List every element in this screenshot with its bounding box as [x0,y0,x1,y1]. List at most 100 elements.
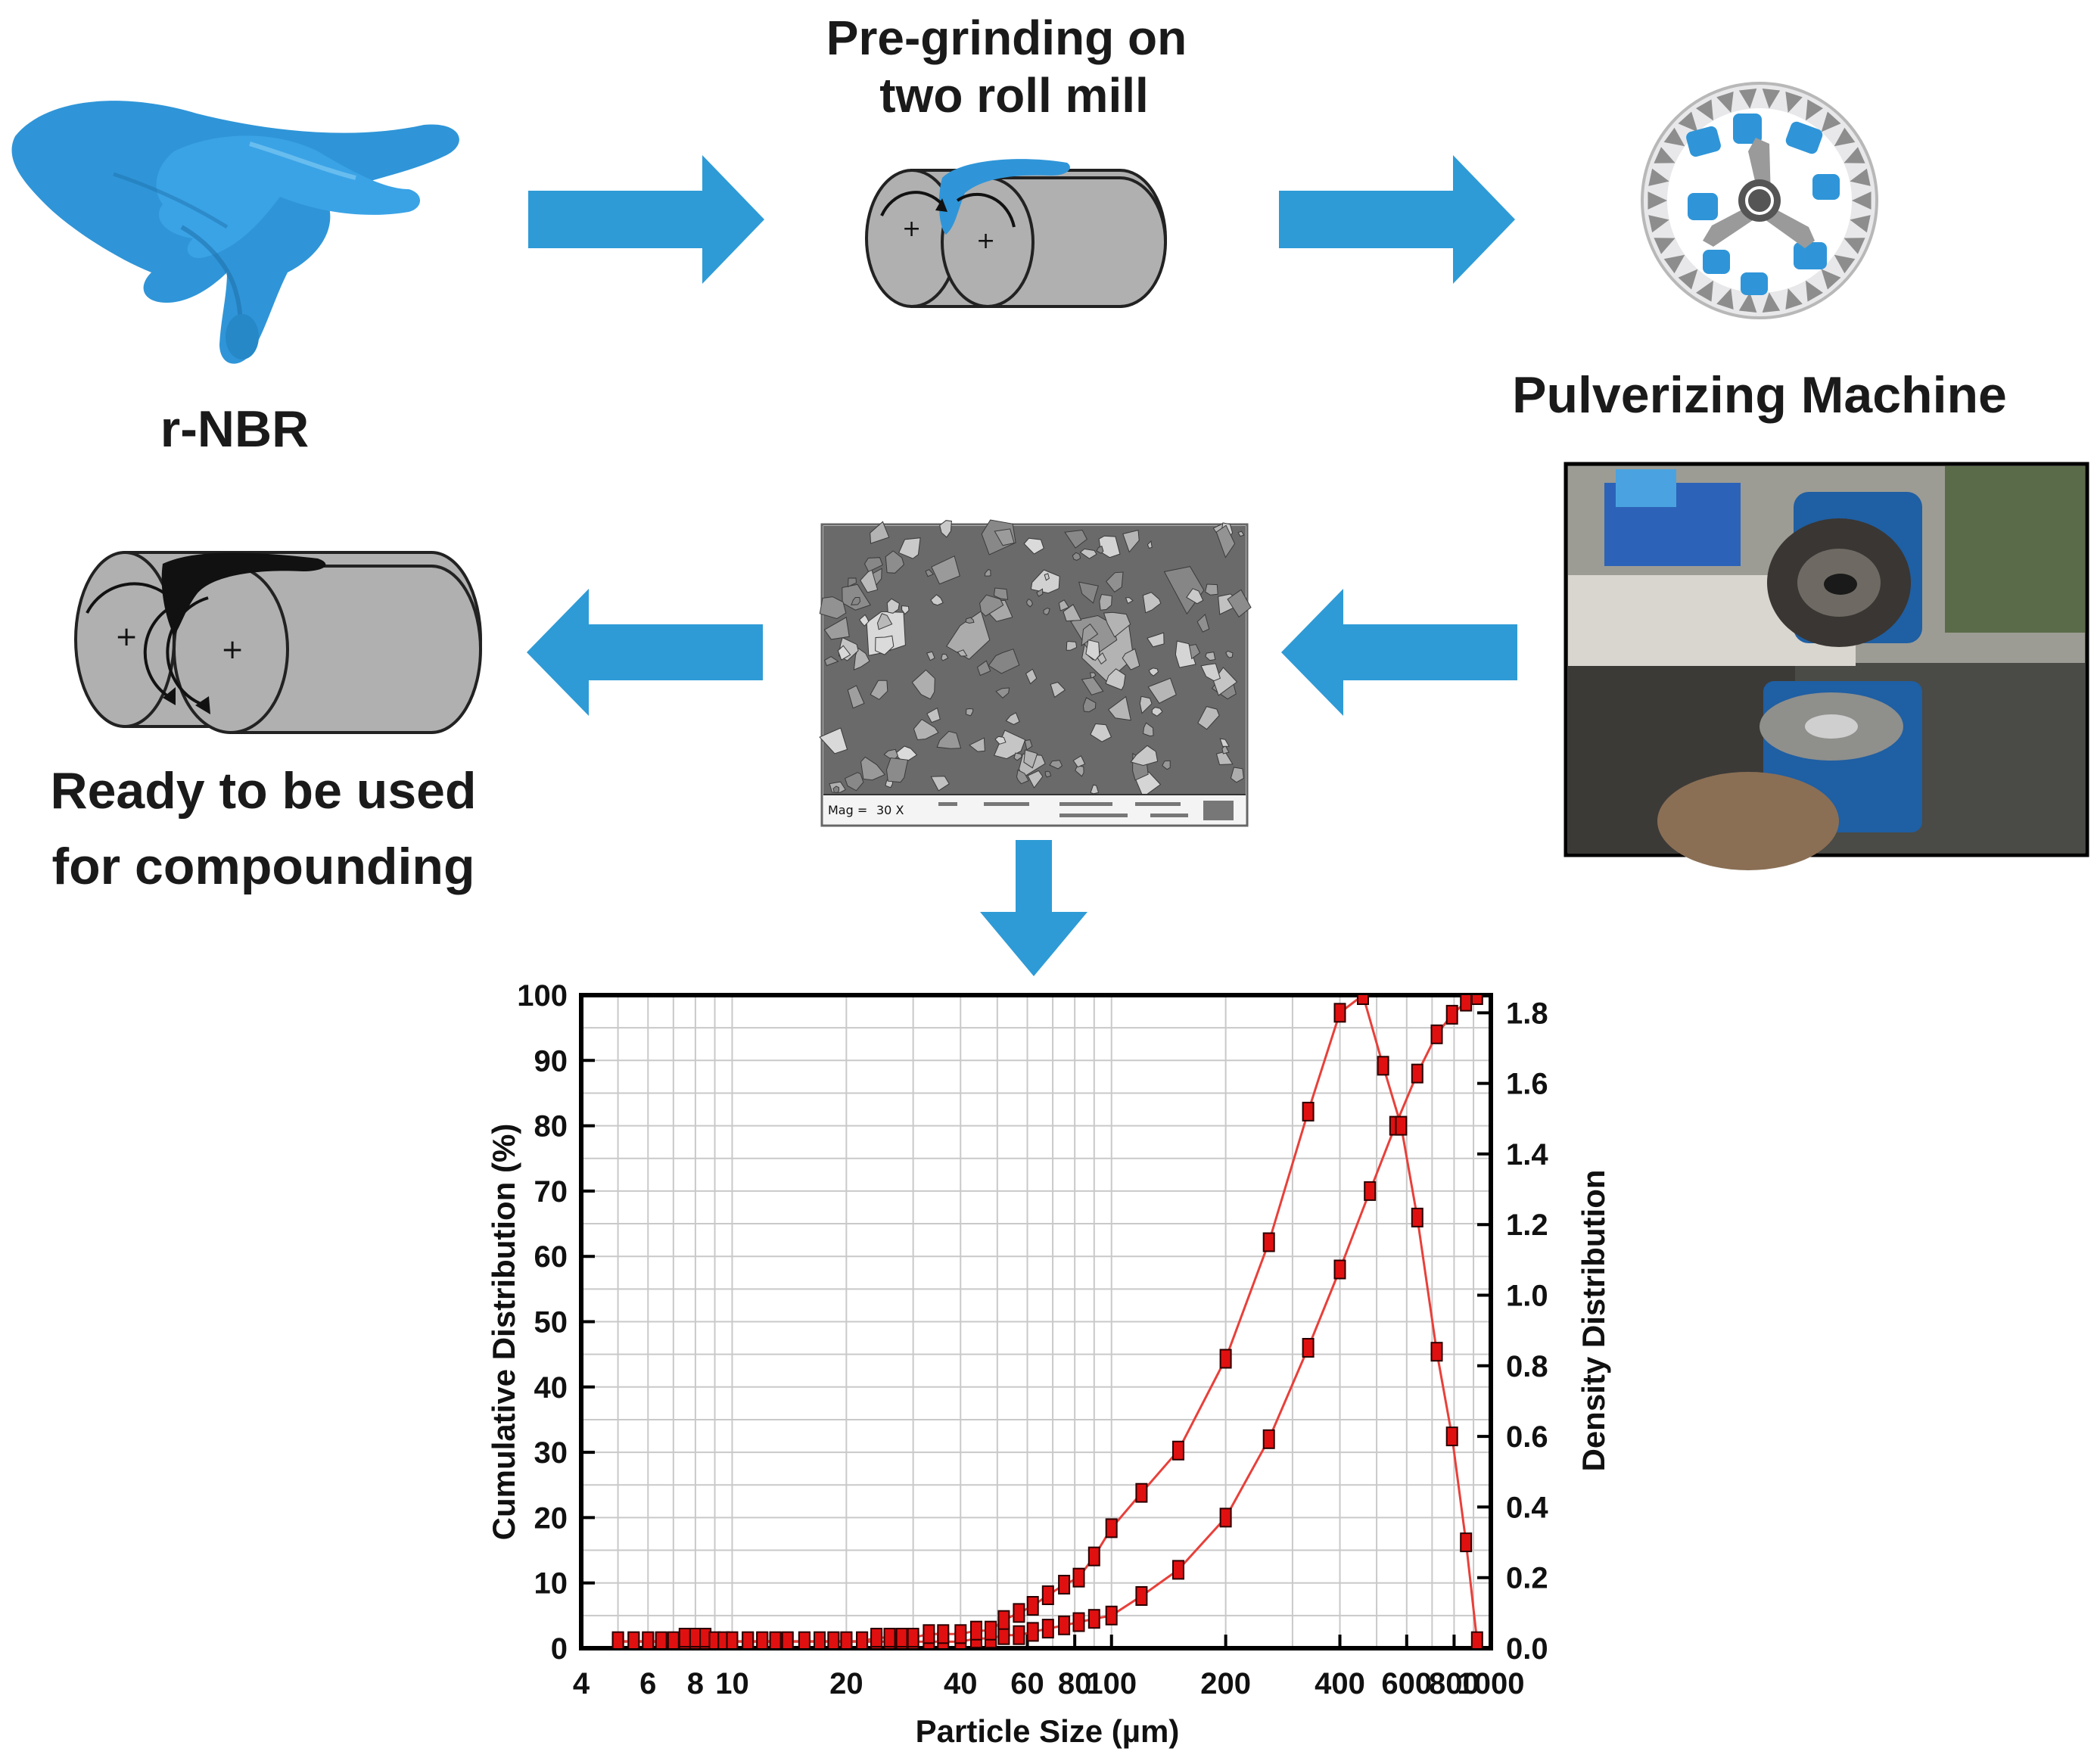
density-point [667,1631,680,1648]
x-tick-label: 100 [1086,1667,1137,1700]
y2-axis-title: Density Distribution [1576,1169,1611,1471]
y2-tick-label: 0.8 [1506,1350,1548,1383]
density-point [907,1628,919,1647]
label-pregrind-line2: two roll mill [879,68,1149,123]
density-point [1041,1585,1054,1605]
y-tick-label: 100 [517,979,568,1013]
label-ready-line2: for compounding [51,838,474,895]
x-tick-label: 60 [1010,1667,1044,1700]
density-point [781,1631,794,1648]
y2-tick-label: 0.4 [1506,1491,1548,1524]
x-axis-title: Particle Size (µm) [916,1713,1180,1749]
density-point [1357,995,1369,1005]
y2-tick-label: 0.6 [1506,1420,1548,1454]
y-tick-label: 20 [534,1501,568,1535]
cumulative-curve [618,995,1478,1643]
density-point [798,1631,811,1648]
pulverizer-photo [1563,462,2089,870]
glove-icon [11,101,459,364]
x-tick-label: 20 [829,1667,863,1700]
cumulative-point [1135,1586,1148,1606]
density-point [1072,1567,1085,1588]
density-point [997,1610,1010,1630]
density-point [769,1631,782,1648]
cumulative-point [1460,995,1473,1012]
density-point [814,1631,826,1648]
density-point [1172,1440,1184,1461]
x-tick-label: 6 [639,1667,656,1700]
density-point [689,1628,702,1647]
x-tick-label: 600 [1381,1667,1432,1700]
density-point [655,1631,667,1648]
y2-tick-label: 0.2 [1506,1562,1548,1595]
x-tick-label: 10 [715,1667,749,1700]
x-tick-label: 8 [687,1667,704,1700]
density-point [1262,1232,1275,1252]
y-axis-title: Cumulative Distribution (%) [486,1124,521,1541]
density-point [827,1631,840,1648]
x-tick-label: 400 [1315,1667,1365,1700]
y2-tick-label: 1.0 [1506,1280,1548,1313]
label-rnbr: r-NBR [160,400,309,458]
y-tick-label: 50 [534,1306,568,1339]
x-tick-label: 1000 [1458,1667,1525,1700]
density-point [1013,1603,1025,1623]
density-point [937,1624,950,1644]
density-point [627,1631,640,1648]
density-point [1333,1003,1346,1023]
y2-tick-label: 1.8 [1506,997,1548,1030]
two-roll-mill-final-icon: + + [74,551,482,734]
cumulative-point [1430,1024,1443,1044]
y-tick-label: 60 [534,1240,568,1274]
arrow-right-icon [528,155,764,284]
density-point [923,1624,935,1644]
arrow-left-icon [1281,589,1517,716]
cumulative-point [1262,1429,1275,1449]
density-point [1087,1546,1100,1566]
density-point [895,1628,908,1647]
y-tick-label: 40 [534,1371,568,1405]
sem-mag-value: 30 X [876,803,904,817]
cumulative-point [1445,1004,1458,1025]
y-tick-label: 70 [534,1175,568,1209]
sem-micrograph: Mag = 30 X [819,519,1252,827]
cumulative-point [1013,1625,1025,1645]
cumulative-point [1172,1560,1184,1580]
svg-text:+: + [221,634,244,665]
density-point [1430,1342,1443,1362]
density-point [1470,1631,1483,1648]
svg-text:+: + [902,216,921,242]
y2-tick-label: 1.4 [1506,1138,1548,1171]
density-point [611,1631,624,1648]
density-point [1445,1426,1458,1447]
cumulative-point [1470,995,1483,1005]
chart-series [611,995,1483,1648]
svg-text:+: + [976,228,995,254]
chart-grid [581,995,1491,1648]
density-point [1302,1101,1315,1122]
y-tick-label: 80 [534,1110,568,1143]
cumulative-point [1026,1622,1039,1642]
density-point [1026,1596,1039,1616]
density-point [1135,1482,1148,1503]
density-point [642,1631,655,1648]
cumulative-point [1364,1181,1377,1201]
label-pulverizer: Pulverizing Machine [1512,366,2007,424]
density-point [840,1631,853,1648]
density-point [1105,1518,1118,1538]
y-tick-label: 30 [534,1436,568,1470]
two-roll-mill-icon: + + [865,159,1167,308]
cumulative-point [1333,1259,1346,1280]
density-point [1058,1575,1071,1594]
cumulative-point [1105,1605,1118,1626]
x-tick-label: 4 [573,1667,590,1700]
density-point [742,1631,755,1648]
svg-text:+: + [115,621,138,652]
y2-tick-label: 1.6 [1506,1068,1548,1101]
label-ready-line1: Ready to be used [50,762,476,820]
cumulative-point [1041,1619,1054,1639]
cumulative-point [1219,1507,1232,1528]
sem-mag-label: Mag = [828,803,867,817]
cumulative-point [1072,1612,1085,1632]
